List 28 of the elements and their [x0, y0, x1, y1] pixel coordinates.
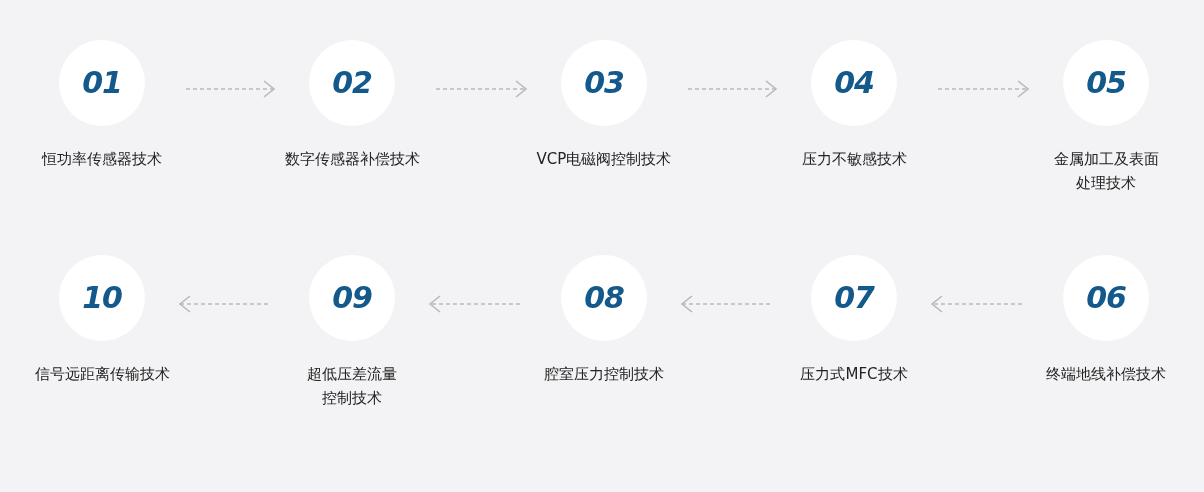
step-caption: 数字传感器补偿技术	[284, 149, 420, 170]
dashed-arrow	[681, 295, 771, 313]
step-caption: 信号远距离传输技术	[34, 364, 170, 385]
step-number: 01	[82, 68, 122, 98]
dashed-arrow	[931, 295, 1023, 313]
step-number: 10	[82, 283, 122, 313]
step-caption: 终端地线补偿技术	[1046, 364, 1166, 385]
step-caption: 压力式MFC技术	[800, 364, 908, 385]
dashed-arrow	[179, 295, 269, 313]
dashed-arrow	[185, 80, 275, 98]
step-number: 03	[584, 68, 624, 98]
step-caption: VCP电磁阀控制技术	[536, 149, 672, 170]
dashed-arrow	[429, 295, 521, 313]
step-number: 02	[332, 68, 372, 98]
step-caption: 超低压差流量控制技术	[306, 364, 398, 409]
step-number: 08	[584, 283, 624, 313]
step-number: 06	[1086, 283, 1126, 313]
step-number: 05	[1086, 68, 1126, 98]
dashed-arrow	[937, 80, 1029, 98]
step-caption: 腔室压力控制技术	[544, 364, 664, 385]
dashed-arrow	[687, 80, 777, 98]
step-number: 07	[834, 283, 874, 313]
step-caption: 压力不敏感技术	[801, 149, 907, 170]
step-number: 04	[834, 68, 874, 98]
step-caption: 恒功率传感器技术	[42, 149, 162, 170]
dashed-arrow	[435, 80, 527, 98]
step-number: 09	[332, 283, 372, 313]
step-caption: 金属加工及表面处理技术	[1052, 149, 1160, 194]
